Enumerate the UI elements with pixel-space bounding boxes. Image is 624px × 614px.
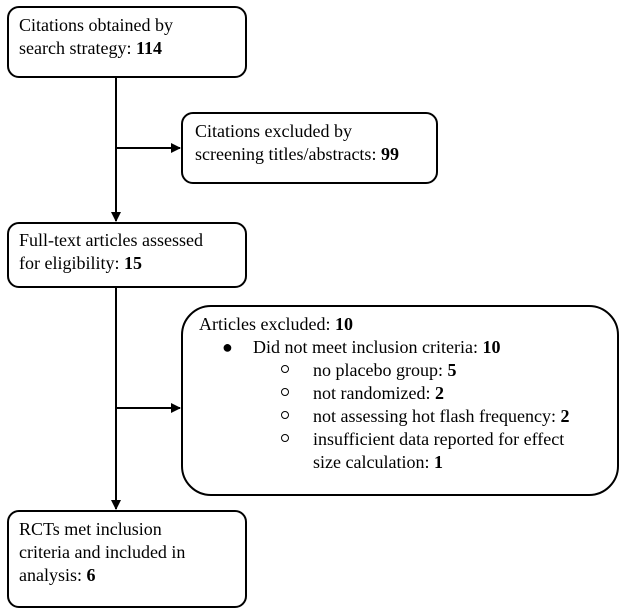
bullet-count: 10	[482, 337, 501, 357]
list-item: not randomized: 2	[281, 382, 601, 405]
excluded-articles-count: 10	[334, 314, 353, 334]
reason-label: not randomized:	[313, 383, 435, 403]
reason-count: 2	[434, 383, 444, 403]
list-item: not assessing hot flash frequency: 2	[281, 405, 601, 428]
bullet-icon: ●	[222, 337, 233, 357]
box-excluded-articles: Articles excluded: 10 ● Did not meet inc…	[181, 305, 619, 496]
circle-bullet-icon	[281, 411, 289, 419]
circle-bullet-icon	[281, 434, 289, 442]
circle-bullet-icon	[281, 365, 289, 373]
list-item: insufficient data reported for effect si…	[281, 428, 601, 474]
fulltext-line1: Full-text articles assessed	[19, 230, 203, 250]
list-item: no placebo group: 5	[281, 359, 601, 382]
box-fulltext-assessed: Full-text articles assessed for eligibil…	[7, 222, 247, 288]
bullet-label: Did not meet inclusion criteria:	[253, 337, 483, 357]
included-count: 6	[86, 565, 96, 585]
circle-bullet-icon	[281, 388, 289, 396]
search-count: 114	[135, 38, 162, 58]
included-line3: analysis:	[19, 565, 87, 585]
excluded-screening-line2: screening titles/abstracts:	[195, 144, 381, 164]
included-line2: criteria and included in	[19, 542, 186, 562]
fulltext-line2: for eligibility:	[19, 253, 124, 273]
list-item: ● Did not meet inclusion criteria: 10 no…	[222, 336, 601, 474]
reason-label-line2: size calculation:	[313, 452, 434, 472]
box-search-citations: Citations obtained by search strategy: 1…	[7, 6, 247, 78]
reason-count: 1	[433, 452, 443, 472]
excluded-articles-title: Articles excluded:	[199, 314, 335, 334]
reason-label-line1: insufficient data reported for effect	[313, 429, 565, 449]
box-included-rcts: RCTs met inclusion criteria and included…	[7, 510, 247, 608]
excluded-screening-line1: Citations excluded by	[195, 121, 352, 141]
box-excluded-screening: Citations excluded by screening titles/a…	[181, 112, 438, 184]
fulltext-count: 15	[124, 253, 142, 273]
excluded-screening-count: 99	[380, 144, 399, 164]
search-line2: search strategy:	[19, 38, 136, 58]
reason-count: 5	[447, 360, 457, 380]
exclusion-list: ● Did not meet inclusion criteria: 10 no…	[199, 336, 601, 474]
search-line1: Citations obtained by	[19, 15, 173, 35]
reason-count: 2	[560, 406, 570, 426]
included-line1: RCTs met inclusion	[19, 519, 162, 539]
reason-list: no placebo group: 5 not randomized: 2 no…	[253, 359, 601, 474]
reason-label: not assessing hot flash frequency:	[313, 406, 561, 426]
reason-label: no placebo group:	[313, 360, 448, 380]
